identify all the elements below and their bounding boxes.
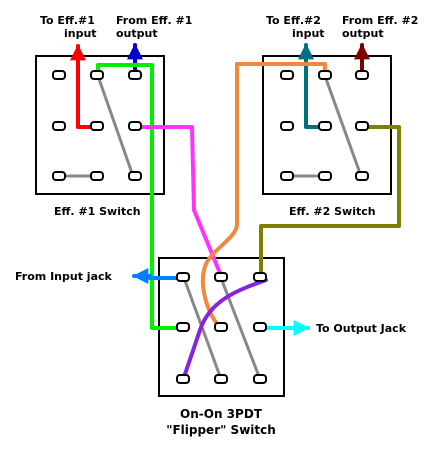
flipper-lug xyxy=(253,272,267,282)
from-eff1-label-line2: output xyxy=(116,27,158,40)
flipper-lug xyxy=(214,322,228,332)
to-eff1-label-line2: input xyxy=(64,27,97,40)
eff2-switch-caption: Eff. #2 Switch xyxy=(289,205,376,218)
from-eff2-label-line1: From Eff. #2 xyxy=(342,14,418,27)
from-input-jack-label: From Input jack xyxy=(15,270,113,283)
eff1-switch-caption: Eff. #1 Switch xyxy=(54,205,141,218)
flipper-lug xyxy=(214,374,228,384)
eff1-lug xyxy=(90,171,104,181)
eff1-lug xyxy=(128,70,142,80)
green-link-wire xyxy=(96,63,184,330)
eff2-lug xyxy=(355,171,369,181)
eff2-lug xyxy=(318,171,332,181)
eff2-lug xyxy=(355,70,369,80)
magenta-link-wire xyxy=(132,125,224,280)
from-eff1-label-line1: From Eff. #1 xyxy=(116,14,192,27)
input-jack-wire xyxy=(132,268,185,284)
orange-link-wire xyxy=(200,62,327,330)
eff1-send-wire xyxy=(70,44,99,129)
eff2-throw-line xyxy=(323,74,363,178)
flipper-caption-line1: On-On 3PDT xyxy=(180,407,263,421)
eff1-lug xyxy=(90,70,104,80)
to-eff2-label-line1: To Eff.#2 xyxy=(266,14,321,27)
to-eff1-label-line1: To Eff.#1 xyxy=(40,14,95,27)
eff2-lug xyxy=(318,121,332,131)
eff1-lug xyxy=(52,70,66,80)
flipper-caption-line2: "Flipper" Switch xyxy=(166,423,276,437)
from-eff2-label-line2: output xyxy=(342,27,384,40)
olive-link-wire xyxy=(259,125,401,278)
eff1-lug xyxy=(90,121,104,131)
eff2-lug xyxy=(280,70,294,80)
eff2-lug xyxy=(355,121,369,131)
eff2-lug xyxy=(280,121,294,131)
eff2-lug xyxy=(280,171,294,181)
to-eff2-label-line2: input xyxy=(292,27,325,40)
eff1-lug xyxy=(128,171,142,181)
purple-cross-wire xyxy=(181,278,268,382)
flipper-lug xyxy=(214,272,228,282)
flipper-lug xyxy=(176,272,190,282)
flipper-lug xyxy=(253,322,267,332)
eff2-send-wire xyxy=(298,43,326,129)
flipper-lug xyxy=(253,374,267,384)
flipper-lug xyxy=(176,374,190,384)
eff1-lug xyxy=(128,121,142,131)
eff1-throw-line xyxy=(96,74,135,178)
to-output-jack-label: To Output Jack xyxy=(316,322,407,335)
eff2-lug xyxy=(318,70,332,80)
eff1-lug xyxy=(52,171,66,181)
flipper-lug xyxy=(176,322,190,332)
eff1-lug xyxy=(52,121,66,131)
